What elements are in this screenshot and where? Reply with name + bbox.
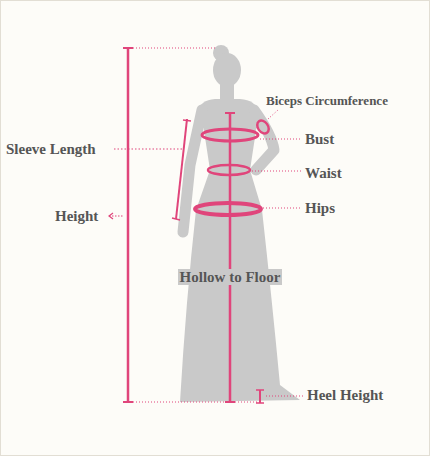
measurement-label: Height [55, 208, 98, 225]
measurement-label: Hips [305, 200, 335, 217]
measurement-label: Biceps Circumference [266, 94, 388, 108]
arms [183, 110, 274, 232]
measurement-label: Hollow to Floor [178, 269, 283, 286]
measurement-label: Heel Height [307, 387, 383, 404]
measurement-label: Bust [305, 131, 334, 148]
measurement-label: Sleeve Length [6, 141, 96, 158]
measurement-label: Waist [305, 165, 342, 182]
